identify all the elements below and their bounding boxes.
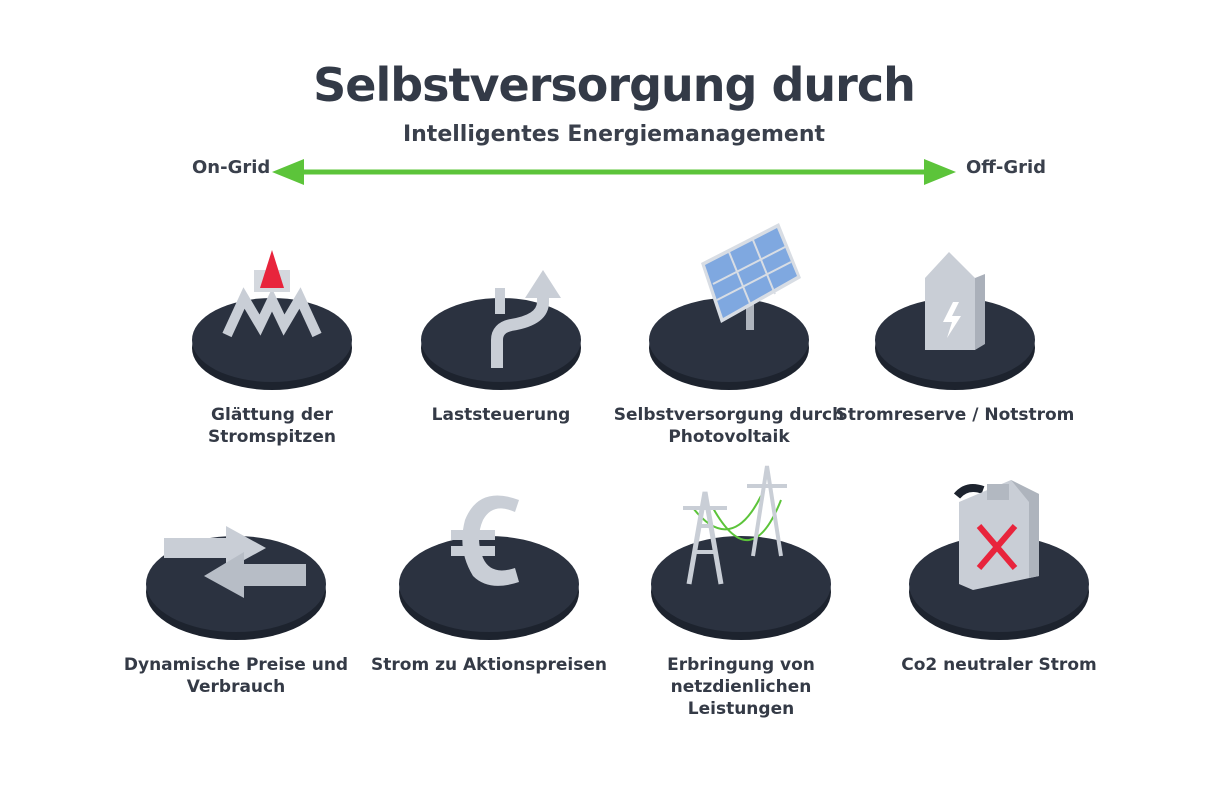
feature-load-control: Laststeuerung <box>381 240 621 426</box>
power-pylon-icon <box>651 465 831 640</box>
on-grid-label: On-Grid <box>192 157 271 178</box>
feature-backup-power: Stromreserve / Notstrom <box>835 240 1075 426</box>
feature-co2-neutral: Co2 neutraler Strom <box>879 466 1119 676</box>
off-grid-label: Off-Grid <box>966 157 1047 178</box>
fuel-canister-icon <box>909 480 1089 640</box>
caption: Erbringung von netzdienlichen Leistungen <box>667 655 815 719</box>
caption: Glättung der Stromspitzen <box>208 405 336 447</box>
caption: Strom zu Aktionspreisen <box>371 655 607 675</box>
caption: Laststeuerung <box>431 405 571 425</box>
grid-axis-arrow <box>272 159 956 185</box>
exchange-arrows-icon <box>146 526 326 640</box>
solar-panel-icon <box>649 223 809 390</box>
feature-peak-smoothing: Glättung der Stromspitzen <box>152 240 392 448</box>
load-control-icon <box>421 270 581 390</box>
feature-grid-services: Erbringung von netzdienlichen Leistungen <box>621 456 861 720</box>
caption: Dynamische Preise und Verbrauch <box>123 655 349 697</box>
euro-icon <box>399 495 579 640</box>
battery-house-icon <box>875 252 1035 390</box>
feature-promo-electricity: Strom zu Aktionspreisen <box>369 480 609 676</box>
feature-photovoltaics: Selbstversorgung durch Photovoltaik <box>609 218 849 448</box>
feature-dynamic-pricing: Dynamische Preise und Verbrauch <box>116 480 356 698</box>
caption: Stromreserve / Notstrom <box>835 405 1075 425</box>
page-title: Selbstversorgung durch <box>313 58 916 112</box>
caption: Selbstversorgung durch Photovoltaik <box>613 405 845 447</box>
caption: Co2 neutraler Strom <box>901 655 1097 675</box>
peak-smoothing-icon <box>192 250 352 390</box>
page-subtitle: Intelligentes Energiemanagement <box>402 122 826 147</box>
